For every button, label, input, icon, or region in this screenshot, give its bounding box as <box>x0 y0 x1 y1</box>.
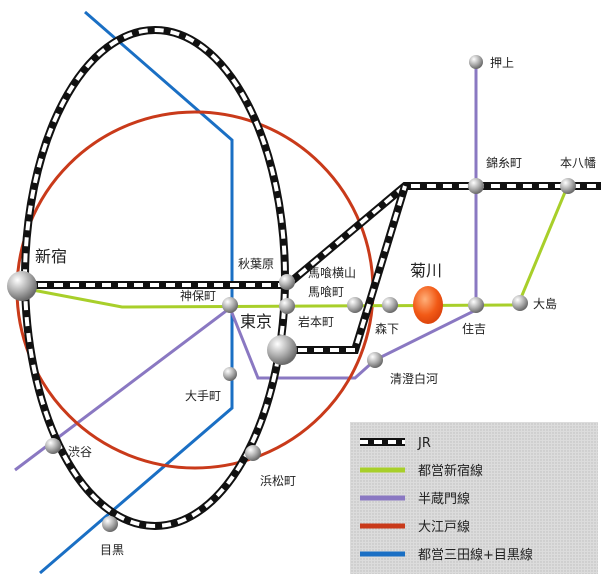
legend-item-hanzomon: 半蔵門線 <box>360 491 470 507</box>
station-jimbocho[interactable] <box>222 297 238 313</box>
station-morishita[interactable] <box>382 297 398 313</box>
legend-item-jr: JR <box>360 436 431 451</box>
legend: JR 都営新宿線 半蔵門線 大江戸線 都営三田線+目黒線 <box>350 422 598 574</box>
station-kinshicho[interactable] <box>468 178 484 194</box>
station-labels: 押上 錦糸町 本八幡 新宿 秋葉原 馬喰横山 馬喰町 神保町 東京 岩本町 菊川… <box>35 56 596 557</box>
shinjuku-line <box>21 184 570 309</box>
label-sumiyoshi: 住吉 <box>462 322 486 336</box>
station-ojima[interactable] <box>512 295 528 311</box>
legend-label-hanzomon: 半蔵門線 <box>418 491 470 507</box>
station-motoyawata[interactable] <box>560 178 576 194</box>
label-kinshicho: 錦糸町 <box>486 155 522 170</box>
label-tokyo: 東京 <box>240 312 272 331</box>
legend-item-mita-meguro: 都営三田線+目黒線 <box>360 547 533 563</box>
label-akihabara: 秋葉原 <box>238 257 274 271</box>
station-shinjuku[interactable] <box>7 271 37 301</box>
label-otemachi: 大手町 <box>185 389 221 403</box>
label-ojima: 大島 <box>533 296 557 311</box>
legend-label-oedo: 大江戸線 <box>418 519 470 535</box>
station-meguro[interactable] <box>102 516 118 532</box>
label-iwamotocho: 岩本町 <box>298 314 334 329</box>
station-bakuroyokoyama[interactable] <box>347 297 363 313</box>
label-hamamatsucho: 浜松町 <box>260 474 296 488</box>
station-tokyo[interactable] <box>267 335 297 365</box>
station-iwamotocho[interactable] <box>279 298 295 314</box>
legend-item-oedo: 大江戸線 <box>360 519 470 535</box>
legend-label-shinjuku: 都営新宿線 <box>418 463 483 479</box>
label-oshiage: 押上 <box>490 56 514 70</box>
stations <box>7 55 576 532</box>
label-bakurocho: 馬喰町 <box>308 284 344 299</box>
label-kikukawa: 菊川 <box>410 261 442 280</box>
label-kiyosumishirakawa: 清澄白河 <box>390 371 438 386</box>
station-oshiage[interactable] <box>469 55 483 69</box>
legend-item-shinjuku: 都営新宿線 <box>360 463 483 479</box>
label-bakuroyokoyama: 馬喰横山 <box>308 265 356 280</box>
label-meguro: 目黒 <box>100 543 124 557</box>
station-sumiyoshi[interactable] <box>468 297 484 313</box>
station-akihabara[interactable] <box>279 274 295 290</box>
label-motoyawata: 本八幡 <box>560 155 596 170</box>
mita-meguro-line <box>39 10 234 575</box>
label-shinjuku: 新宿 <box>35 247 67 266</box>
legend-label-jr: JR <box>417 436 431 451</box>
station-kiyosumishirakawa[interactable] <box>367 352 383 368</box>
station-kikukawa[interactable] <box>413 286 443 324</box>
station-otemachi[interactable] <box>223 367 237 381</box>
label-shibuya: 渋谷 <box>68 445 92 459</box>
station-shibuya[interactable] <box>45 438 61 454</box>
station-hamamatsucho[interactable] <box>245 445 261 461</box>
label-jimbocho: 神保町 <box>180 289 216 303</box>
legend-label-mita-meguro: 都営三田線+目黒線 <box>418 547 533 563</box>
label-morishita: 森下 <box>375 321 399 336</box>
